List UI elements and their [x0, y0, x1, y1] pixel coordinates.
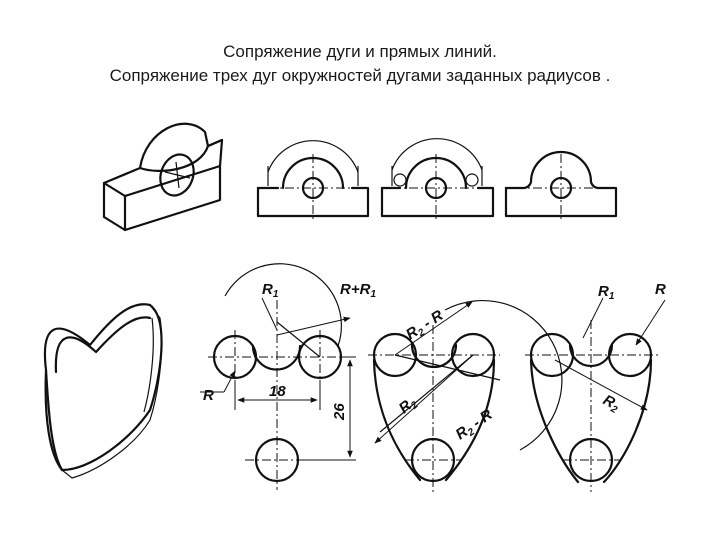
construction-3: R1 R R2: [525, 281, 666, 492]
heart-plate-3d: [43, 303, 163, 479]
label-r1: R1: [262, 281, 279, 300]
label-r-right: R: [655, 281, 666, 298]
label-r2-minus-r-top: R2 - R: [403, 307, 448, 345]
label-dim-26: 26: [331, 403, 348, 421]
label-r-plus-r1: R+R1: [340, 281, 376, 300]
label-r2-right: R2: [599, 392, 623, 417]
isometric-arch-block: [102, 122, 224, 232]
label-r2: R2: [396, 393, 421, 418]
step-view-2: [380, 138, 495, 220]
construction-2: R2 - R R2 R2 - R: [368, 300, 563, 492]
step-view-3: [504, 150, 618, 220]
construction-1: R1 R+R1 R 18 26: [200, 263, 376, 490]
label-dim-18: 18: [269, 383, 286, 400]
title-line-2: Сопряжение трех дуг окружностей дугами з…: [109, 66, 611, 85]
label-r1-right: R1: [598, 283, 615, 302]
label-r: R: [203, 387, 214, 404]
step-view-1: [256, 140, 370, 220]
title-line-1: Сопряжение дуги и прямых линий.: [223, 42, 497, 61]
